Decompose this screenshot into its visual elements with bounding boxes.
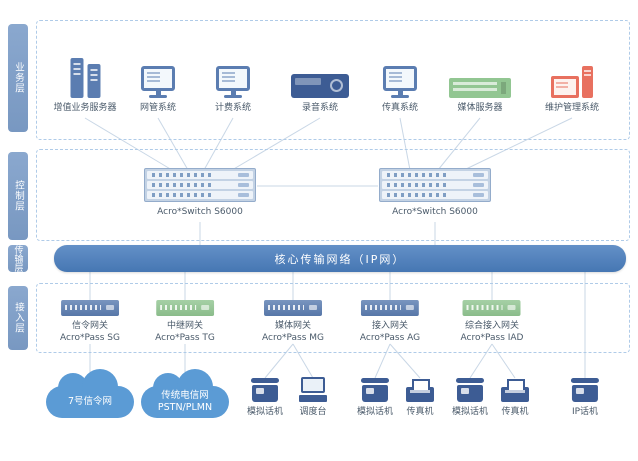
node-ip-phone: IP话机 xyxy=(571,372,599,419)
node-gw-sg: 信令网关 Acro*Pass SG xyxy=(60,300,120,344)
node-billing: 计费系统 xyxy=(215,52,251,115)
switch-label: Acro*Switch S6000 xyxy=(392,207,478,217)
business-layer-box xyxy=(36,20,630,140)
device-label: 维护管理系统 xyxy=(544,103,600,113)
node-gw-ag: 接入网关 Acro*Pass AG xyxy=(360,300,420,344)
node-gw-tg: 中继网关 Acro*Pass TG xyxy=(155,300,215,344)
node-switch-2: Acro*Switch S6000 xyxy=(379,168,491,219)
node-cloud-pstn: 传统电信网 PSTN/PLMN xyxy=(141,369,229,418)
node-media-server: 媒体服务器 xyxy=(449,52,511,115)
node-gw-mg: 媒体网关 Acro*Pass MG xyxy=(262,300,324,344)
gateway-model: Acro*Pass IAD xyxy=(460,332,524,343)
device-label: 媒体服务器 xyxy=(457,103,503,113)
node-analog-phone-2: 模拟话机 xyxy=(357,372,393,419)
gateway-icon xyxy=(156,300,214,316)
terminal-label: 传真机 xyxy=(501,407,529,417)
device-label: 传真系统 xyxy=(381,103,419,113)
gateway-name: 媒体网关 xyxy=(274,321,312,331)
device-label: 录音系统 xyxy=(301,103,338,113)
gateway-model: Acro*Pass AG xyxy=(359,332,421,343)
node-fax-system: 传真系统 xyxy=(382,52,418,115)
gateway-model: Acro*Pass TG xyxy=(155,332,215,343)
terminal-label: 模拟话机 xyxy=(356,407,394,417)
terminal-label: 模拟话机 xyxy=(246,407,284,417)
node-maintenance: 维护管理系统 xyxy=(545,52,599,115)
monitor-icon xyxy=(382,66,417,98)
node-fax-1: 传真机 xyxy=(406,372,434,419)
gateway-model: Acro*Pass SG xyxy=(60,332,120,343)
fax-machine-icon xyxy=(406,379,434,402)
monitor-icon xyxy=(140,66,175,98)
layer-label-business: 业务层 xyxy=(8,24,28,132)
node-analog-phone-1: 模拟话机 xyxy=(247,372,283,419)
node-fax-2: 传真机 xyxy=(501,372,529,419)
gateway-icon xyxy=(462,300,521,316)
control-layer-box xyxy=(36,149,630,241)
terminal-label: 模拟话机 xyxy=(451,407,489,417)
cloud-icon: 7号信令网 xyxy=(46,369,134,418)
terminal-label: 传真机 xyxy=(406,407,434,417)
node-vas-server: 增值业务服务器 xyxy=(53,52,117,115)
cloud-label-2: PSTN/PLMN xyxy=(157,402,213,413)
layer-label-access: 接入层 xyxy=(8,286,28,350)
core-network-bus: 核心传输网络（IP网） xyxy=(54,245,626,272)
switch-icon xyxy=(144,168,256,202)
node-nms: 网管系统 xyxy=(140,52,176,115)
gateway-name: 综合接入网关 xyxy=(464,321,520,331)
switch-label: Acro*Switch S6000 xyxy=(157,207,243,217)
analog-phone-icon xyxy=(360,378,389,402)
fax-machine-icon xyxy=(501,379,529,402)
device-label: 计费系统 xyxy=(214,103,252,113)
monitor-icon xyxy=(215,66,250,98)
node-switch-1: Acro*Switch S6000 xyxy=(144,168,256,219)
device-label: 网管系统 xyxy=(139,103,177,113)
gateway-icon xyxy=(263,300,322,316)
voice-recorder-icon xyxy=(291,74,349,98)
gateway-name: 中继网关 xyxy=(166,321,203,331)
switch-icon xyxy=(379,168,491,202)
dispatch-console-icon xyxy=(299,377,327,402)
terminal-label: 调度台 xyxy=(299,407,327,417)
cloud-icon: 传统电信网 PSTN/PLMN xyxy=(141,369,229,418)
terminal-label: IP话机 xyxy=(571,407,599,417)
cloud-label: 传统电信网 xyxy=(161,390,209,402)
ip-phone-icon xyxy=(571,378,599,402)
node-dispatch-console: 调度台 xyxy=(299,372,327,419)
dual-server-tower-icon xyxy=(69,58,100,98)
cloud-label: 7号信令网 xyxy=(67,396,113,408)
layer-label-control: 控制层 xyxy=(8,152,28,240)
gateway-icon xyxy=(361,300,419,316)
access-layer-box xyxy=(36,283,630,353)
gateway-model: Acro*Pass MG xyxy=(262,332,324,343)
gateway-name: 接入网关 xyxy=(371,321,408,331)
rack-server-icon xyxy=(449,78,511,98)
node-cloud-ss7: 7号信令网 xyxy=(46,369,134,418)
node-analog-phone-3: 模拟话机 xyxy=(452,372,488,419)
gateway-name: 信令网关 xyxy=(71,321,109,331)
gateway-icon xyxy=(60,300,119,316)
node-recording: 录音系统 xyxy=(291,52,349,115)
node-gw-iad: 综合接入网关 Acro*Pass IAD xyxy=(460,300,524,344)
monitor-tower-icon xyxy=(550,66,593,98)
analog-phone-icon xyxy=(455,378,484,402)
device-label: 增值业务服务器 xyxy=(53,103,117,113)
analog-phone-icon xyxy=(250,378,279,402)
layer-label-transport: 传输层 xyxy=(8,245,28,272)
